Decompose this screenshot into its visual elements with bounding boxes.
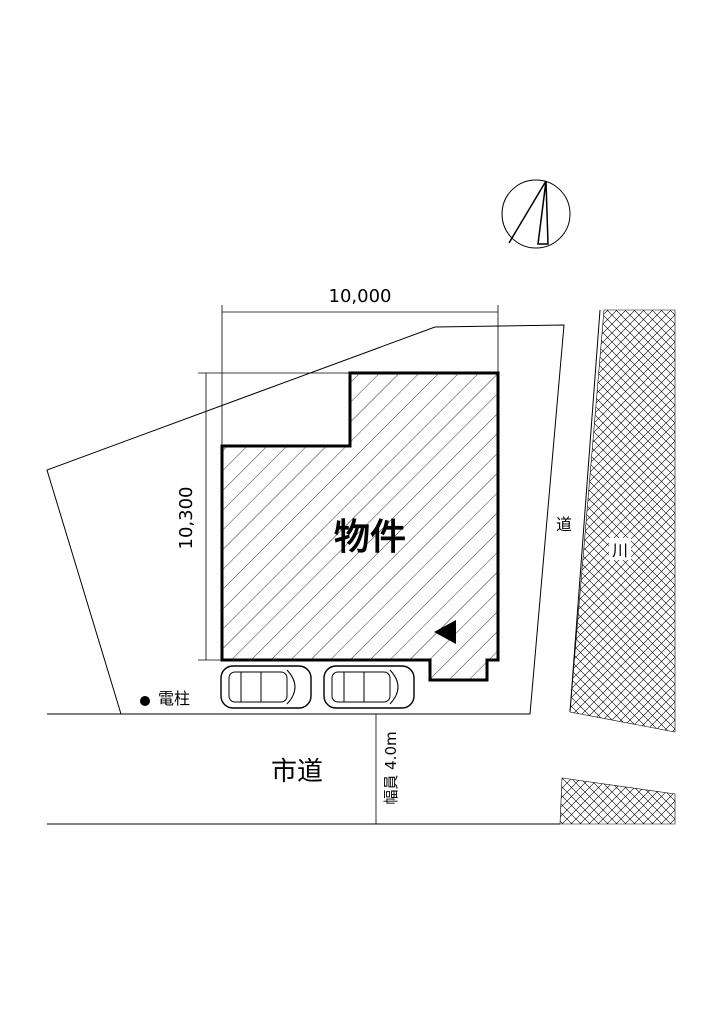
height-dimension — [198, 372, 350, 661]
river-area — [569, 309, 676, 733]
river-label: 川 — [612, 541, 628, 560]
height-dimension-label: 10,300 — [176, 487, 197, 550]
property-building — [220, 371, 500, 682]
width-dimension-label: 10,000 — [329, 286, 392, 307]
utility-pole-icon — [140, 696, 150, 706]
river-area-lower — [559, 777, 676, 825]
side-road-edge — [569, 309, 601, 713]
pole-label: 電柱 — [158, 689, 190, 708]
side-road-label: 道 — [556, 515, 572, 534]
river-label-bg — [609, 538, 631, 560]
road-width-label: 幅員 4.0m — [382, 731, 400, 804]
entrance-triangle-icon — [434, 620, 456, 644]
city-road — [47, 713, 560, 825]
car-icon — [323, 665, 415, 709]
city-road-label: 市道 — [271, 757, 323, 787]
north-arrow-icon — [501, 179, 571, 249]
car-icon — [220, 665, 312, 709]
property-label: 物件 — [334, 517, 406, 558]
width-dimension — [221, 305, 499, 446]
